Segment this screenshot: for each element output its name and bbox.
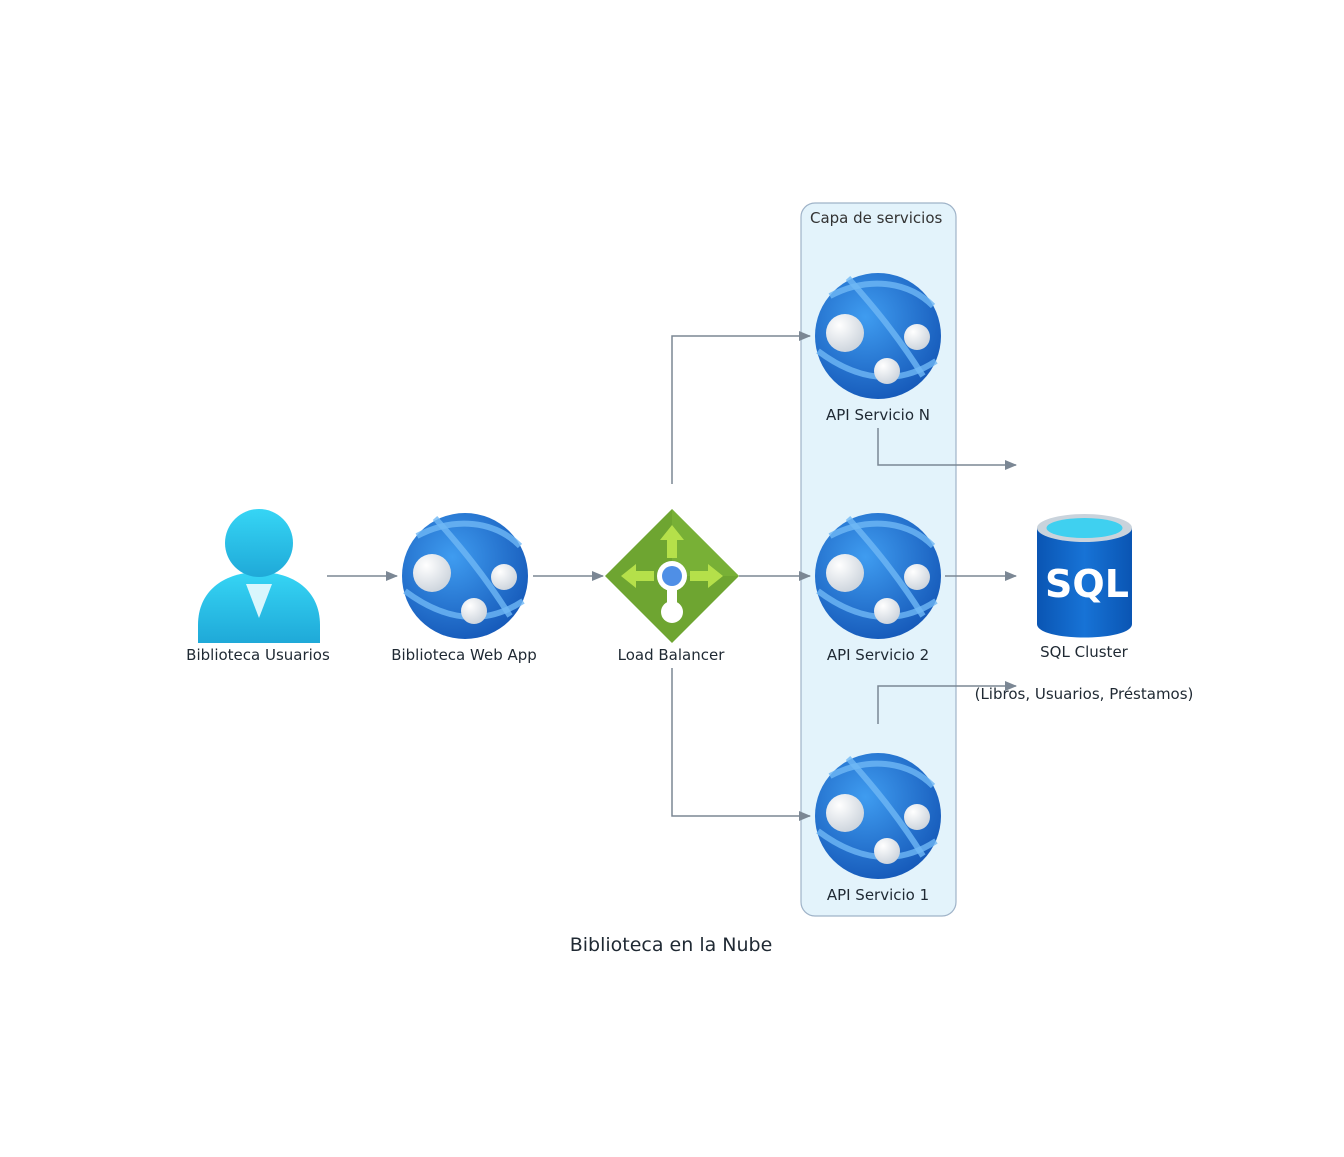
node-webapp-label: Biblioteca Web App xyxy=(391,646,537,664)
user-icon xyxy=(198,509,320,643)
node-lb-label: Load Balancer xyxy=(618,646,726,664)
node-api-servicio-n[interactable]: API Servicio N xyxy=(815,273,941,424)
edge-apiN-sql xyxy=(877,428,1017,470)
node-users-label: Biblioteca Usuarios xyxy=(186,646,330,664)
edge-api1-sql xyxy=(877,681,1017,724)
node-sql-cluster[interactable]: SQL SQL Cluster (Libros, Usuarios, Prést… xyxy=(975,514,1194,703)
sql-database-icon: SQL xyxy=(1037,514,1132,638)
node-apiN-label: API Servicio N xyxy=(826,406,930,424)
web-app-icon xyxy=(815,753,941,879)
sql-badge-text: SQL xyxy=(1045,562,1129,606)
edges xyxy=(327,331,1017,821)
diagram-caption: Biblioteca en la Nube xyxy=(570,934,773,956)
edge-lb-api1 xyxy=(671,668,811,821)
node-users[interactable]: Biblioteca Usuarios xyxy=(186,509,330,664)
load-balancer-icon xyxy=(605,509,739,643)
node-sql-label: SQL Cluster xyxy=(1040,643,1129,661)
node-api-servicio-2[interactable]: API Servicio 2 xyxy=(815,513,941,664)
web-app-icon xyxy=(815,273,941,399)
web-app-icon xyxy=(815,513,941,639)
node-webapp[interactable]: Biblioteca Web App xyxy=(391,513,537,664)
node-load-balancer[interactable]: Load Balancer xyxy=(605,509,739,664)
node-api-servicio-1[interactable]: API Servicio 1 xyxy=(815,753,941,904)
node-api1-label: API Servicio 1 xyxy=(827,886,929,904)
node-sql-sublabel: (Libros, Usuarios, Préstamos) xyxy=(975,685,1194,703)
edge-lb-apiN xyxy=(671,331,811,484)
services-group-label: Capa de servicios xyxy=(810,209,943,227)
node-api2-label: API Servicio 2 xyxy=(827,646,929,664)
web-app-icon xyxy=(402,513,528,639)
